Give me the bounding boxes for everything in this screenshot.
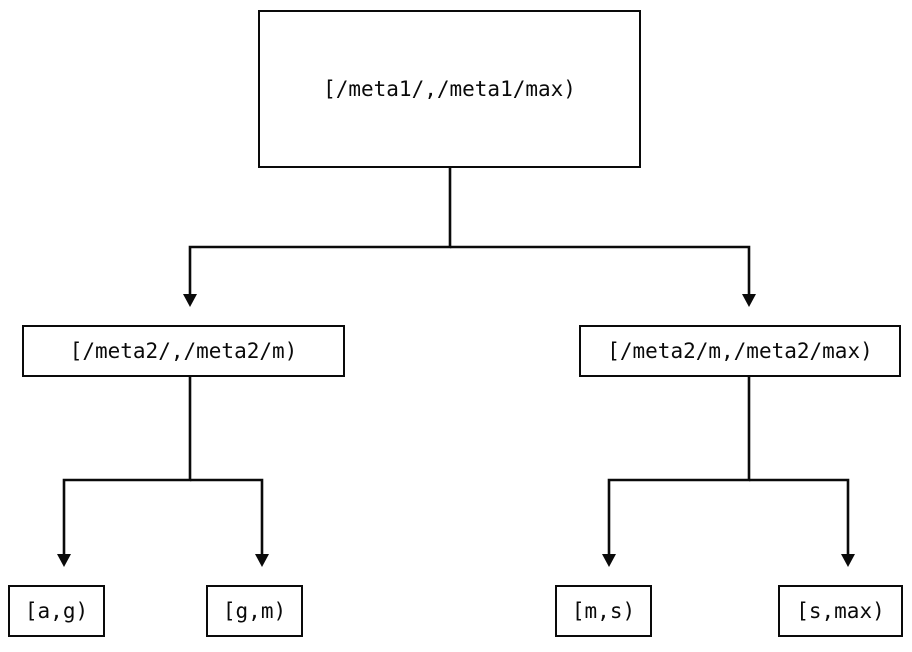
node-mid-right-label: [/meta2/m,/meta2/max): [607, 338, 873, 363]
node-leaf-s-max[interactable]: [s,max): [778, 585, 903, 637]
node-leaf-s-max-label: [s,max): [796, 598, 885, 623]
node-leaf-g-m[interactable]: [g,m): [206, 585, 303, 637]
arrowhead-leaf-a-g-icon: [57, 554, 71, 567]
node-leaf-m-s[interactable]: [m,s): [555, 585, 652, 637]
edge-mid-left-to-leaf-g-m: [190, 478, 264, 554]
edge-root-to-mid-left: [188, 168, 452, 294]
edge-mid-right-to-leaf-m-s: [607, 377, 751, 554]
node-leaf-a-g[interactable]: [a,g): [8, 585, 105, 637]
node-root-label: [/meta1/,/meta1/max): [323, 76, 576, 101]
node-leaf-g-m-label: [g,m): [222, 598, 287, 623]
arrowhead-mid-left-icon: [183, 294, 197, 307]
arrowhead-leaf-m-s-icon: [602, 554, 616, 567]
node-mid-left[interactable]: [/meta2/,/meta2/m): [22, 325, 345, 377]
arrowhead-leaf-g-m-icon: [255, 554, 269, 567]
node-mid-right[interactable]: [/meta2/m,/meta2/max): [579, 325, 901, 377]
arrowhead-mid-right-icon: [742, 294, 756, 307]
edge-mid-right-to-leaf-s-max: [749, 478, 850, 554]
node-leaf-m-s-label: [m,s): [571, 598, 636, 623]
node-mid-left-label: [/meta2/,/meta2/m): [69, 338, 298, 363]
node-root[interactable]: [/meta1/,/meta1/max): [258, 10, 641, 168]
node-leaf-a-g-label: [a,g): [24, 598, 89, 623]
edge-root-to-mid-right: [450, 245, 751, 294]
edge-mid-left-to-leaf-a-g: [62, 377, 192, 554]
arrowhead-leaf-s-max-icon: [841, 554, 855, 567]
